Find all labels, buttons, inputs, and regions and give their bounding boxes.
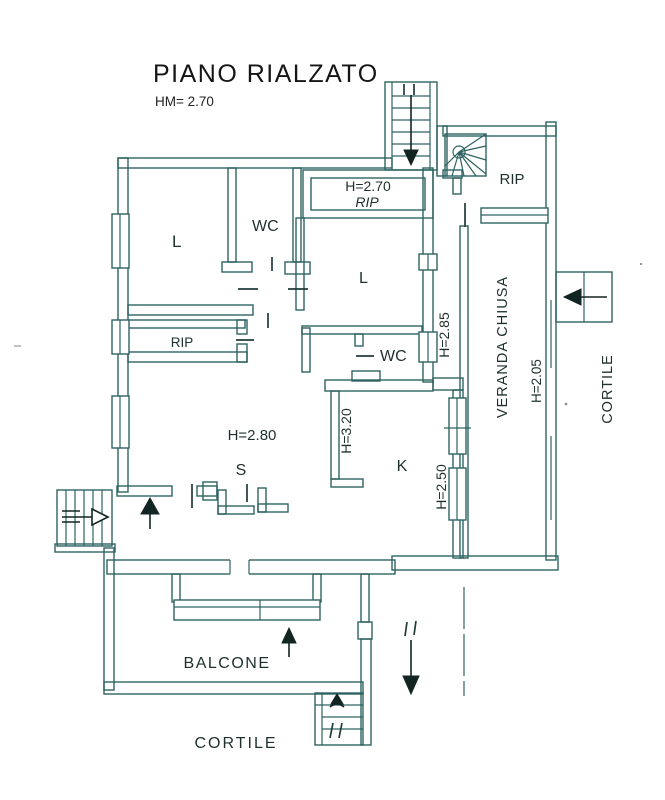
label-balcone: BALCONE [184,655,271,672]
label-room-wc-top: WC [252,218,279,235]
room-labels: PIANO RIALZATO HM= 2.70 L WC H=2.70 RIP … [153,60,616,752]
entrance-access-triangle [140,496,160,515]
label-h285: H=2.85 [436,312,452,358]
label-room-wc-mid: WC [380,348,407,365]
label-room-rip-left: RIP [171,335,194,350]
interior-walls [127,125,469,746]
courtyard-down-arrow [402,675,420,696]
windows [111,207,552,621]
label-cortile-right: CORTILE [600,354,616,424]
page-title: PIANO RIALZATO [153,60,379,88]
label-closet-height: H=2.70 [345,178,391,194]
stair-balcony-arrow [330,693,344,705]
stair-balcony [314,692,364,746]
label-veranda: VERANDA CHIUSA [495,276,511,418]
label-h205: H=2.05 [529,359,544,403]
stair-top [384,81,438,171]
label-room-k: K [397,458,408,475]
balcony-access-triangle [281,626,297,644]
label-cortile-bottom: CORTILE [194,735,277,752]
door-marks [191,203,466,508]
label-room-l-top: L [172,232,181,251]
label-room-l-mid: L [359,270,368,287]
courtyard-access-triangle [562,288,582,306]
label-room-rip-topright: RIP [499,171,524,188]
label-h250: H=2.50 [433,464,449,510]
stair-top-down-arrow [403,149,419,167]
boundary-lines [14,262,643,696]
exterior-walls [54,121,559,695]
label-room-s: S [236,462,247,479]
label-h320: H=3.20 [338,408,354,454]
stair-left [56,489,113,547]
page-subtitle: HM= 2.70 [155,94,214,109]
stair-spiral [444,133,487,177]
stair-left-arrow [91,507,110,527]
label-closet-name: RIP [355,194,379,210]
label-h280: H=2.80 [228,427,277,444]
access-arrows [140,271,613,696]
